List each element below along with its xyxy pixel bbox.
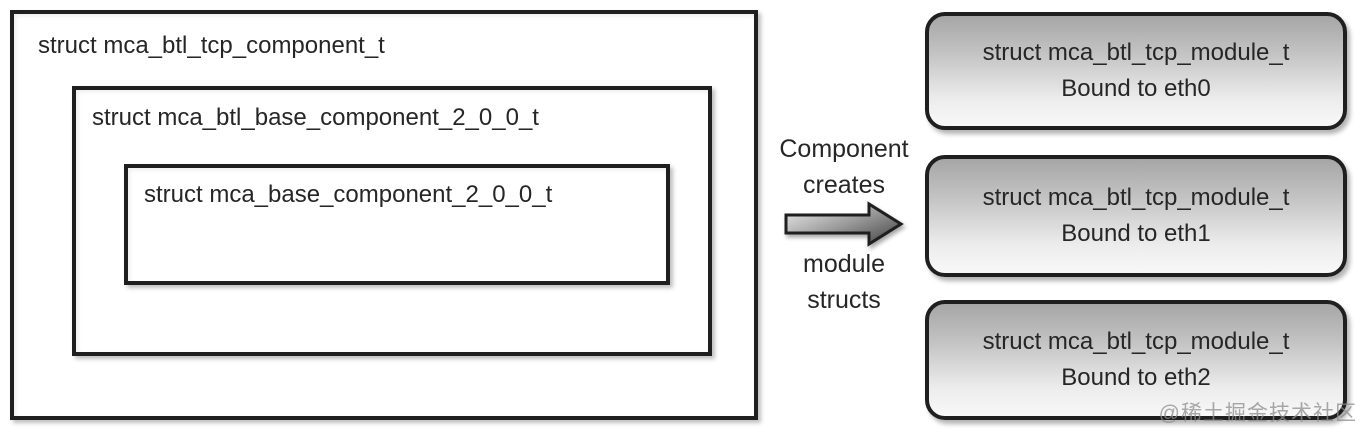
base-component-struct-label: struct mca_base_component_2_0_0_t	[144, 181, 553, 208]
annotation-line-module: module	[803, 250, 885, 278]
juejin-watermark: @稀土掘金技术社区	[1158, 402, 1357, 425]
creates-annotation: Component creates module structs	[768, 131, 920, 318]
tcp-module-binding-label: Bound to eth2	[1061, 364, 1211, 391]
tcp-module-struct-label: struct mca_btl_tcp_module_t	[982, 39, 1290, 66]
tcp-module-box-eth0: struct mca_btl_tcp_module_t Bound to eth…	[925, 12, 1347, 130]
tcp-component-struct-label: struct mca_btl_tcp_component_t	[38, 32, 385, 59]
tcp-module-box-eth2: struct mca_btl_tcp_module_t Bound to eth…	[925, 300, 1347, 420]
tcp-module-struct-label: struct mca_btl_tcp_module_t	[982, 328, 1290, 355]
tcp-module-binding-label: Bound to eth0	[1061, 75, 1211, 102]
btl-base-component-struct-label: struct mca_btl_base_component_2_0_0_t	[92, 104, 539, 131]
tcp-module-binding-label: Bound to eth1	[1061, 220, 1211, 247]
right-block-arrow-icon	[784, 201, 904, 247]
tcp-module-box-eth1: struct mca_btl_tcp_module_t Bound to eth…	[925, 155, 1347, 277]
annotation-line-structs: structs	[807, 286, 881, 314]
base-component-struct-box: struct mca_base_component_2_0_0_t	[124, 164, 670, 285]
tcp-component-struct-box: struct mca_btl_tcp_component_t struct mc…	[10, 10, 758, 420]
annotation-line-creates: creates	[803, 171, 885, 199]
tcp-module-struct-label: struct mca_btl_tcp_module_t	[982, 184, 1290, 211]
btl-base-component-struct-box: struct mca_btl_base_component_2_0_0_t st…	[72, 86, 712, 356]
annotation-line-component: Component	[779, 135, 909, 163]
